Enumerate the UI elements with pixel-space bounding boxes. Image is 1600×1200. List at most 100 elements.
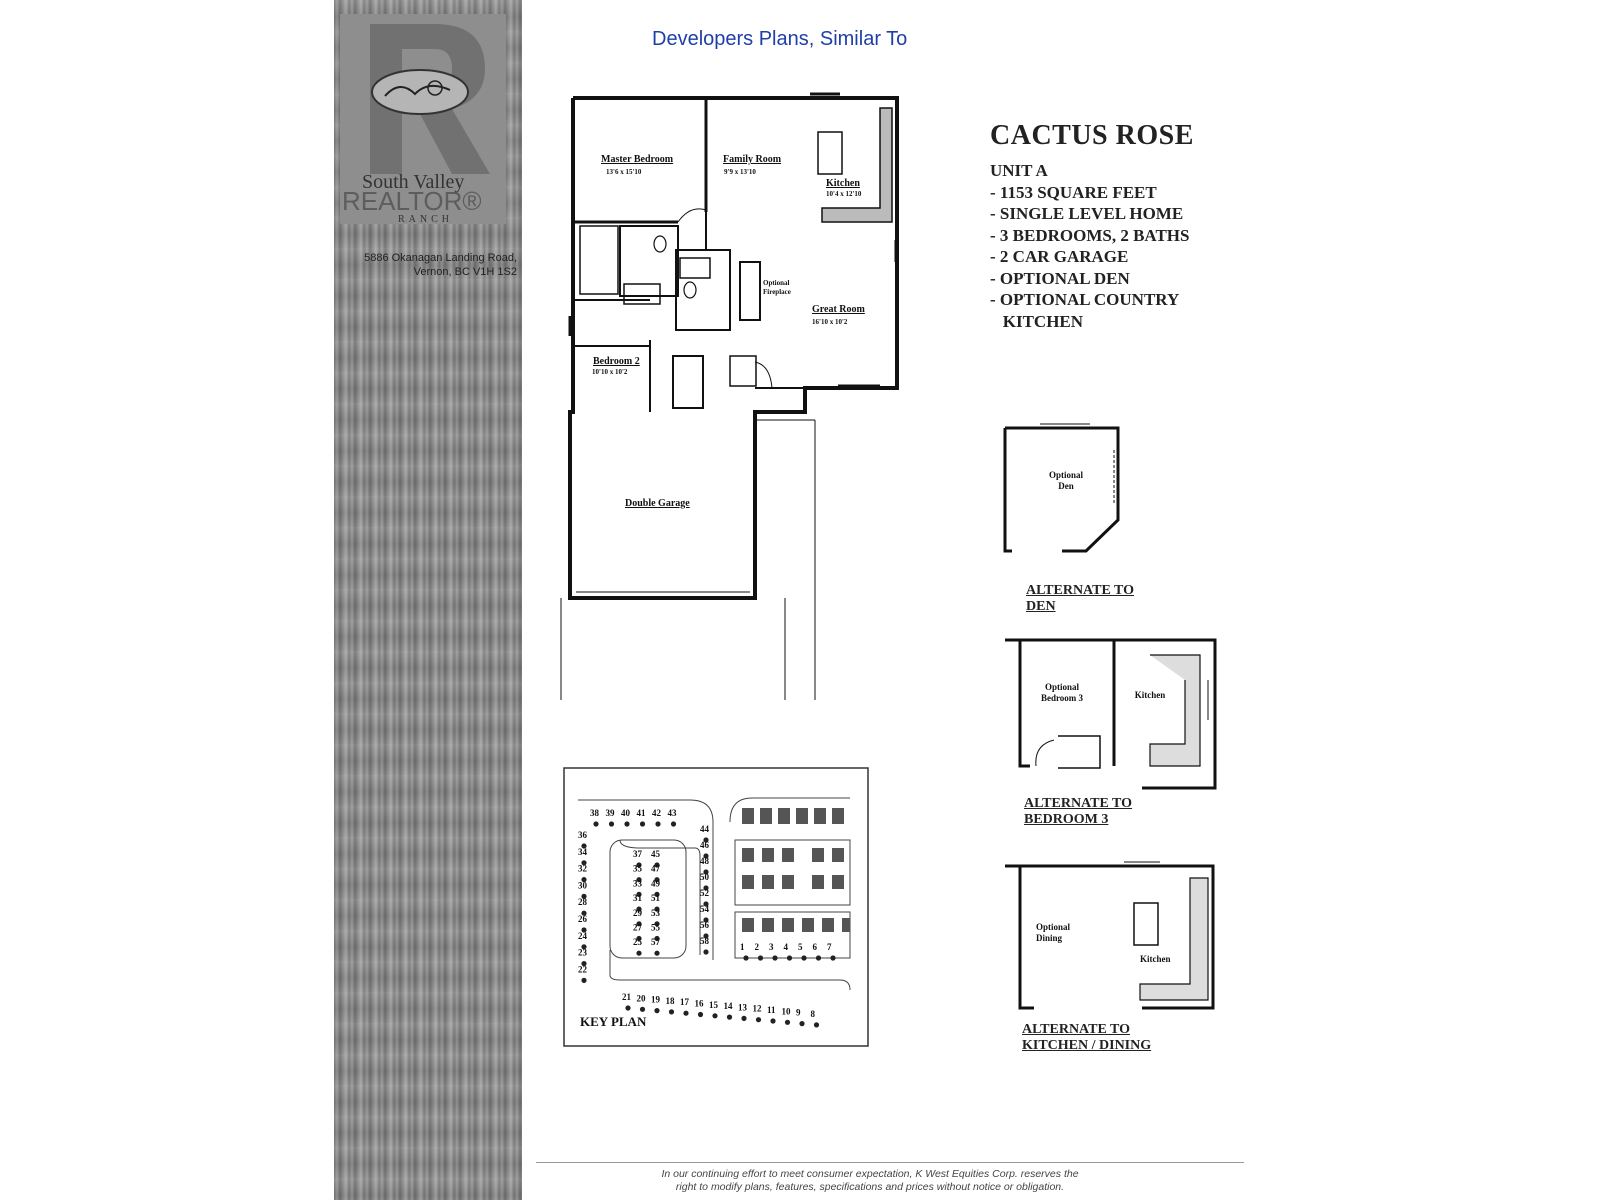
lot-number: 56	[700, 920, 710, 930]
lot-number: 17	[680, 997, 690, 1007]
lot-number: 30	[578, 880, 588, 890]
lot-number: 24	[578, 931, 588, 941]
lot-number: 15	[709, 1000, 719, 1010]
room-label: Great Room	[812, 304, 866, 315]
lot-marker	[670, 821, 677, 827]
lot-number: 19	[651, 995, 661, 1005]
alt-den-label: Den	[1058, 481, 1074, 491]
lot-number: 41	[637, 808, 647, 818]
lot-number: 55	[651, 923, 661, 933]
lot-marker	[743, 955, 749, 961]
lot-marker	[799, 1021, 805, 1027]
lot-number: 33	[633, 878, 643, 888]
lot-marker	[703, 901, 709, 907]
alt-bed3-kitchen: Kitchen	[1135, 690, 1166, 700]
lot-number: 50	[700, 872, 710, 882]
lot-marker	[654, 935, 660, 942]
lot-marker	[786, 955, 793, 961]
lot-number: 14	[724, 1001, 734, 1011]
room-dim: 10'10 x 10'2	[592, 368, 628, 376]
alt-den-label: Optional	[1049, 470, 1084, 480]
lot-marker	[757, 955, 764, 961]
lot-number: 53	[651, 908, 661, 918]
lot-number: 28	[578, 897, 588, 907]
lot-marker	[636, 877, 642, 883]
lot-number: 4	[784, 942, 789, 952]
lot-number: 39	[606, 808, 616, 818]
alt-dining-label: Optional	[1036, 922, 1071, 932]
lot-marker	[636, 906, 642, 912]
alt-bed3-label: Optional	[1045, 682, 1080, 692]
room-dim: 9'9 x 13'10	[724, 168, 756, 176]
lot-marker	[654, 921, 660, 927]
brokerage-logo: South Valley REALTOR® RANCH	[340, 14, 506, 224]
lot-marker	[755, 1017, 762, 1023]
lot-marker	[741, 1015, 747, 1022]
lot-number: 21	[622, 992, 632, 1002]
lot-marker	[654, 877, 660, 883]
lot-number: 20	[637, 993, 647, 1003]
lot-marker	[654, 950, 660, 956]
lot-marker	[581, 977, 587, 984]
lot-number: 43	[668, 808, 678, 818]
lot-marker	[636, 921, 642, 927]
room-label: Bedroom 2	[593, 356, 640, 367]
lot-marker	[581, 961, 587, 967]
caption-kitchen-dining: ALTERNATE TO KITCHEN / DINING	[1022, 1022, 1151, 1054]
lot-marker	[581, 910, 587, 916]
lot-number: 18	[666, 996, 676, 1006]
address-line-2: Vernon, BC V1H 1S2	[413, 266, 517, 278]
lot-number: 13	[738, 1002, 748, 1012]
lot-number: 10	[782, 1006, 792, 1016]
lot-marker	[703, 885, 709, 891]
feature-item: - SINGLE LEVEL HOME	[990, 204, 1184, 223]
lot-marker	[581, 893, 587, 900]
lot-marker	[593, 821, 599, 827]
lot-number: 52	[700, 888, 710, 898]
realtor-wordmark: REALTOR®	[342, 186, 482, 216]
room-dim: 13'6 x 15'10	[606, 168, 642, 176]
lot-number: 40	[621, 808, 631, 818]
lot-marker	[581, 877, 587, 883]
alt-dining-kitchen: Kitchen	[1140, 954, 1171, 964]
lot-number: 1	[740, 942, 745, 952]
lot-marker	[639, 821, 646, 827]
lot-number: 54	[700, 904, 710, 914]
address-line-1: 5886 Okanagan Landing Road,	[364, 252, 517, 264]
lot-marker	[654, 1008, 660, 1014]
lot-marker	[636, 950, 642, 956]
lot-marker	[654, 891, 660, 898]
room-label: Kitchen	[826, 178, 860, 189]
lot-marker	[636, 862, 642, 868]
lot-number: 22	[578, 964, 588, 974]
alt-bed3-label: Bedroom 3	[1041, 693, 1084, 703]
plan-title: CACTUS ROSE	[990, 120, 1194, 151]
caption-line: KITCHEN / DINING	[1022, 1038, 1152, 1053]
lot-number: 3	[769, 942, 774, 952]
lot-number: 38	[590, 808, 600, 818]
lot-marker	[668, 1009, 675, 1015]
lot-number: 35	[633, 864, 643, 874]
lot-number: 36	[578, 830, 588, 840]
lot-number: 58	[700, 936, 710, 946]
lot-marker	[581, 944, 587, 950]
feature-item: - OPTIONAL DEN	[990, 268, 1130, 288]
feature-item: - 2 CAR GARAGE	[990, 247, 1129, 266]
lot-number: 8	[811, 1009, 816, 1019]
lot-number: 6	[813, 942, 818, 952]
lot-marker	[703, 917, 709, 923]
lot-marker	[581, 860, 587, 866]
lot-marker	[703, 837, 709, 843]
lot-marker	[703, 949, 709, 955]
caption-line: ALTERNATE TO	[1026, 583, 1135, 598]
alternate-den-plan	[1003, 423, 1120, 553]
lot-marker	[636, 891, 642, 898]
lot-number: 5	[798, 942, 803, 952]
lot-marker	[815, 955, 822, 961]
lot-number: 27	[633, 923, 643, 933]
caption-line: BEDROOM 3	[1024, 812, 1109, 827]
lot-marker	[770, 1018, 776, 1024]
lot-number: 12	[753, 1004, 763, 1014]
lot-marker	[639, 1006, 646, 1012]
